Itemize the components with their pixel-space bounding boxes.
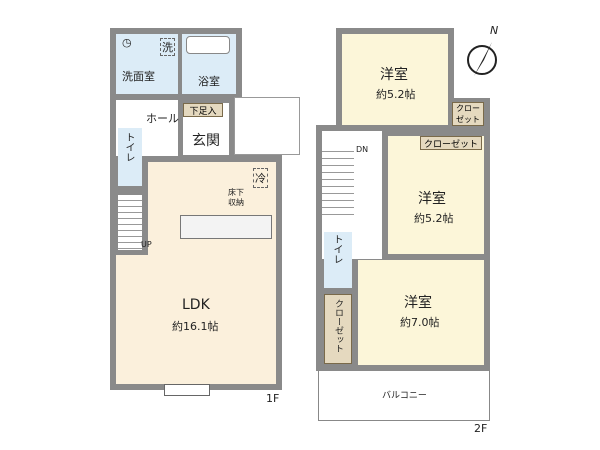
toilet-label: トイレ [123, 132, 134, 162]
room1-label: 洋室 [380, 67, 408, 83]
stairs [322, 145, 354, 220]
floor-1f-label: 1F [266, 392, 280, 405]
room1 [342, 34, 448, 128]
compass-north-label: N [490, 24, 499, 37]
ldk-area: 約16.1帖 [172, 320, 219, 333]
balcony [318, 371, 490, 421]
washroom [116, 34, 178, 94]
closet3: クローゼット [324, 294, 352, 364]
entrance-label: 玄関 [192, 133, 220, 149]
ldk-label: LDK [182, 297, 210, 313]
toilet-label-2f: トイレ [331, 234, 342, 264]
closet2: クローゼット [420, 136, 482, 150]
dn-label: DN [356, 145, 369, 154]
closet3-label: クローゼット [333, 299, 343, 353]
window [164, 384, 210, 396]
room2 [388, 136, 484, 254]
sink-icon: ◷ [122, 36, 132, 49]
toilet-room [118, 128, 142, 186]
room3 [358, 260, 484, 365]
room2-label: 洋室 [418, 191, 446, 207]
compass-icon [467, 42, 497, 76]
floor-2f-label: 2F [474, 422, 488, 435]
room3-area: 約7.0帖 [400, 316, 440, 329]
porch [234, 97, 300, 155]
shoe-closet: 下足入 [183, 103, 223, 117]
bathtub [186, 36, 230, 54]
washer-label: 洗 [160, 38, 175, 56]
room1-area: 約5.2帖 [376, 88, 416, 101]
underfloor-storage: 床下収納 [228, 188, 244, 207]
balcony-label: バルコニー [382, 391, 427, 401]
ldk [116, 255, 156, 384]
bath-label: 浴室 [198, 75, 220, 88]
kitchen-counter [180, 215, 272, 239]
stairs [118, 195, 142, 250]
hall-label: ホール [146, 112, 179, 125]
washroom-label: 洗面室 [122, 70, 155, 83]
fridge-label: 冷 [253, 168, 268, 188]
ldk [148, 162, 276, 384]
room2-area: 約5.2帖 [414, 212, 454, 225]
toilet-room [324, 232, 352, 288]
up-label: UP [141, 240, 152, 249]
closet1: クローゼット [452, 102, 484, 126]
room3-label: 洋室 [404, 295, 432, 311]
